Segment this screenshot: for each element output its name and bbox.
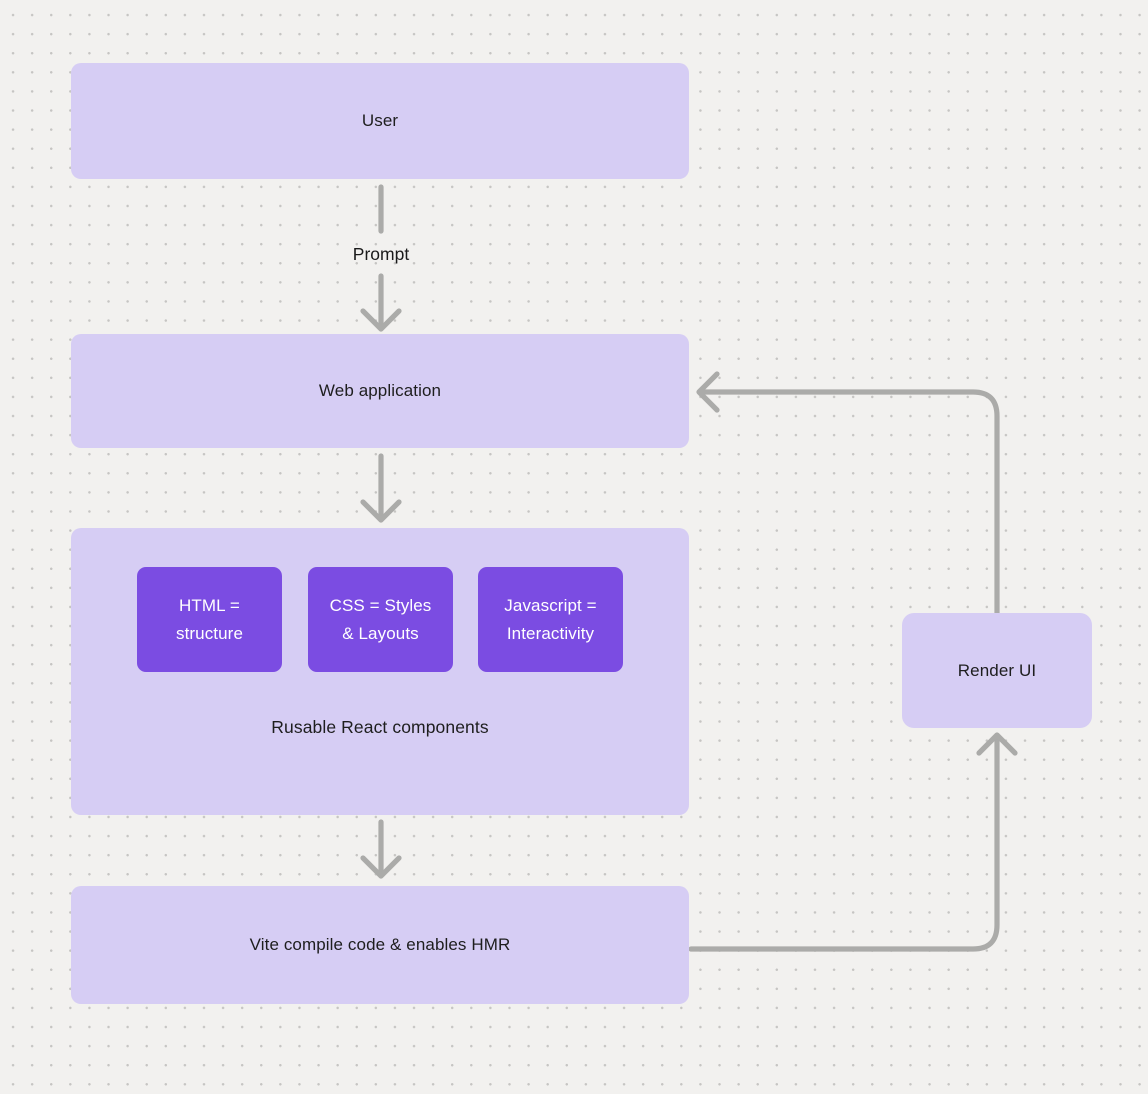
chip-javascript-label: Javascript = Interactivity — [504, 595, 597, 643]
node-vite-label: Vite compile code & enables HMR — [249, 935, 511, 954]
node-vite[interactable]: Vite compile code & enables HMR — [71, 886, 689, 1004]
chip-css-label: CSS = Styles & Layouts — [329, 595, 432, 643]
arrow-down-icon — [360, 308, 402, 332]
chip-html-label: HTML = structure — [175, 595, 244, 643]
edge-renderui-to-webapp — [699, 389, 1000, 616]
chip-javascript[interactable]: Javascript = Interactivity — [478, 567, 623, 672]
components-group-caption: Rusable React components — [271, 717, 489, 737]
node-components-group[interactable]: HTML = structure CSS = Styles & Layouts … — [71, 528, 689, 815]
arrow-down-icon — [360, 499, 402, 523]
edge-label-prompt: Prompt — [352, 244, 410, 264]
node-web-application-label: Web application — [318, 381, 442, 400]
edge-vite-to-renderui — [688, 737, 1000, 952]
arrow-down-icon — [360, 855, 402, 879]
chip-html[interactable]: HTML = structure — [137, 567, 282, 672]
node-user[interactable]: User — [71, 63, 689, 179]
node-render-ui[interactable]: Render UI — [902, 613, 1092, 728]
node-web-application[interactable]: Web application — [71, 334, 689, 448]
components-group-inner: HTML = structure CSS = Styles & Layouts … — [71, 528, 689, 815]
chip-css[interactable]: CSS = Styles & Layouts — [308, 567, 453, 672]
node-user-label: User — [361, 111, 399, 130]
node-render-ui-label: Render UI — [957, 660, 1037, 680]
arrow-left-icon — [696, 371, 720, 413]
arrow-up-icon — [976, 732, 1018, 756]
